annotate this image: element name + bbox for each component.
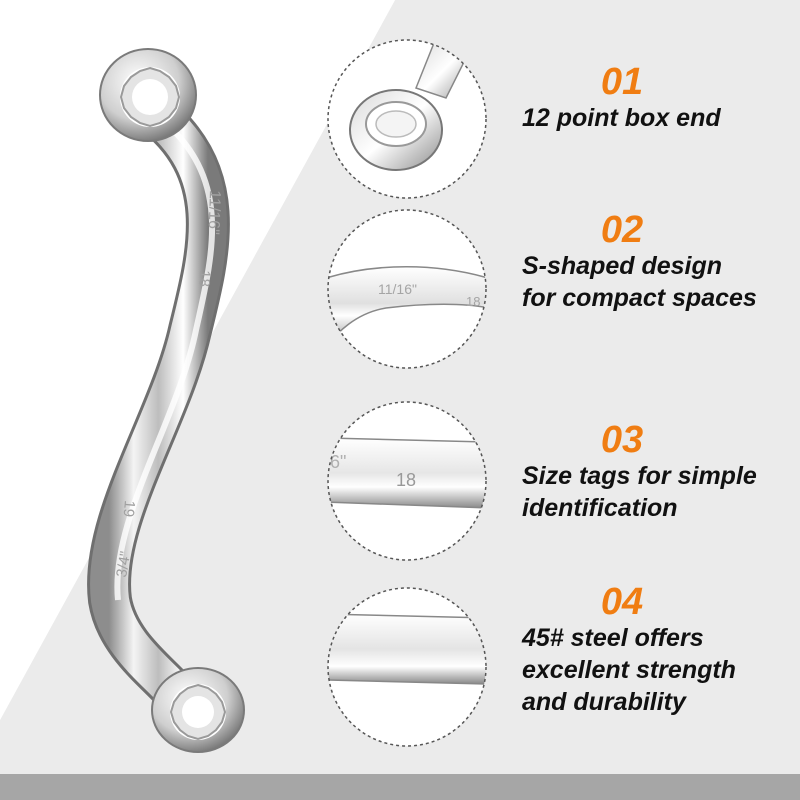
feature-number: 04	[600, 581, 644, 623]
s-bend-tag-inch: 11/16"	[378, 281, 417, 297]
feature-text-line: 45# steel offers	[522, 624, 704, 652]
feature-04: 04 45# steel offers excellent strength a…	[522, 582, 792, 718]
wrench-image: 11/16" 18 19 3/4"	[87, 48, 245, 753]
wrench-upper-size-mm: 18	[195, 270, 213, 287]
bottom-bar	[0, 774, 800, 800]
feature-text-line: for compact spaces	[522, 284, 757, 312]
feature-text-line: and durability	[522, 688, 686, 716]
feature-01: 01 12 point box end	[522, 62, 792, 134]
feature-text: S-shaped design for compact spaces	[522, 250, 792, 314]
box-end-closeup-icon	[327, 39, 487, 199]
wrench-upper-size-inch: 11/16"	[204, 190, 223, 235]
feature-text: 12 point box end	[522, 102, 792, 134]
feature-text-line: identification	[522, 494, 678, 522]
wrench-lower-size-mm: 19	[120, 500, 138, 518]
steel-shank-closeup-icon	[327, 587, 487, 747]
feature-03: 03 Size tags for simple identification	[522, 420, 792, 524]
feature-number: 02	[600, 209, 644, 251]
size-tag-closeup-icon: 6" 18	[327, 401, 487, 561]
wrench-lower-size-inch: 3/4"	[113, 550, 134, 579]
size-tag-inch: 6"	[330, 452, 346, 472]
s-bend-closeup-icon: 11/16" 18	[327, 209, 487, 369]
feature-02: 02 S-shaped design for compact spaces	[522, 210, 792, 314]
detail-circle-steel	[326, 586, 488, 748]
feature-text-line: 12 point box end	[522, 104, 721, 132]
size-tag-mm: 18	[396, 470, 416, 490]
feature-text-line: Size tags for simple	[522, 462, 757, 490]
feature-text: 45# steel offers excellent strength and …	[522, 622, 792, 718]
feature-text-line: excellent strength	[522, 656, 736, 684]
feature-number: 01	[600, 61, 644, 103]
detail-circle-size-tag: 6" 18	[326, 400, 488, 562]
detail-circle-s-bend: 11/16" 18	[326, 208, 488, 370]
feature-text-line: S-shaped design	[522, 252, 723, 280]
s-bend-tag-mm: 18	[466, 294, 480, 309]
feature-number: 03	[600, 419, 644, 461]
feature-text: Size tags for simple identification	[522, 460, 792, 524]
detail-circle-box-end	[326, 38, 488, 200]
